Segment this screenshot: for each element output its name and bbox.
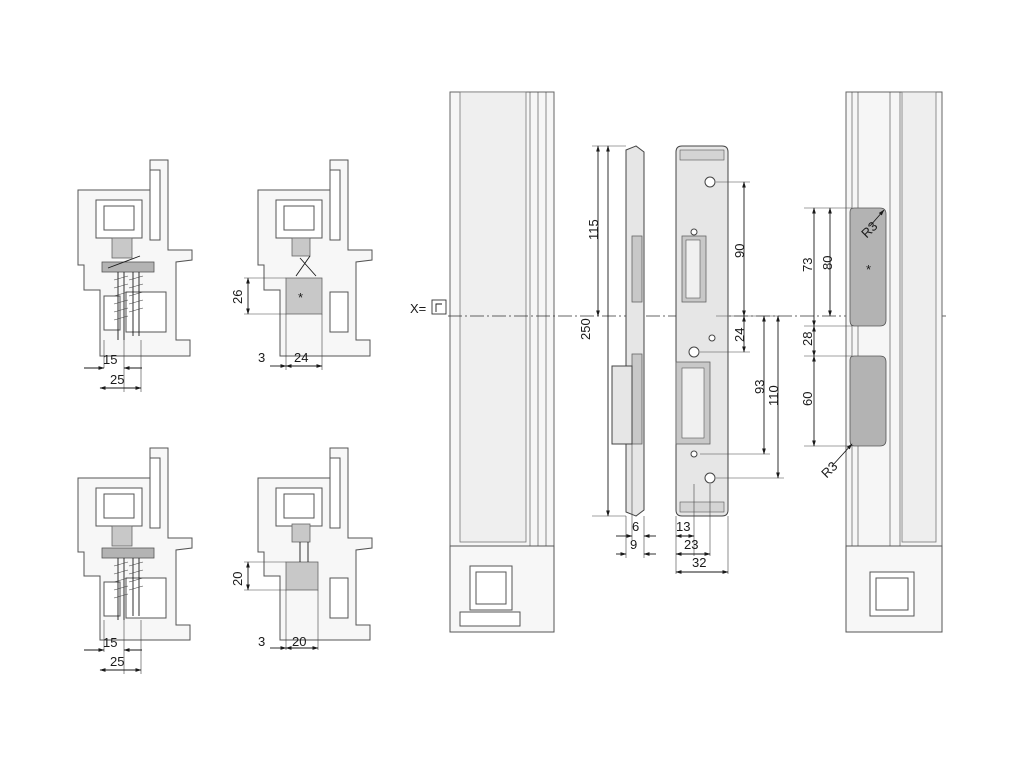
x-label: X= [410,301,426,316]
dim-group-section-3: 15 25 [84,635,142,672]
dim-label: 15 [103,352,117,367]
dim-label: 32 [692,555,706,570]
dim-group-section-1: 15 25 [84,352,142,390]
strike-plate-front [675,145,729,517]
dim-group-plate-side: 115 250 6 9 [578,145,656,558]
sash-elevation [449,91,555,633]
dim-label: 6 [632,519,639,534]
dim-group-section-2: 26 3 24 [230,277,323,368]
dim-label: 24 [294,350,308,365]
dim-label: 250 [578,318,593,340]
insert-star: * [866,262,871,277]
dim-group-plate-front: 90 24 93 110 13 23 32 [675,181,784,574]
radius-label: R3 [818,458,840,480]
dim-label: 115 [586,219,601,240]
window-profile-section-1 [77,159,193,392]
dim-label: 28 [800,332,815,346]
dim-label: 80 [820,256,835,270]
dim-label: 3 [258,634,265,649]
window-profile-section-4 [257,447,373,650]
dim-label: 60 [800,392,815,406]
dim-label: 25 [110,372,124,387]
dim-label: 110 [766,385,781,406]
dim-label: 93 [752,380,767,394]
dim-label: 15 [103,635,117,650]
insert-star: * [298,290,303,305]
dim-label: 73 [800,258,815,272]
dim-label: 20 [292,634,306,649]
dim-label: 26 [230,290,245,304]
dim-label: 3 [258,350,265,365]
window-profile-section-2: * [257,159,373,370]
dim-label: 13 [676,519,690,534]
frame-elevation: * [845,91,943,633]
dim-label: 90 [732,244,747,258]
dim-label: 23 [684,537,698,552]
dim-group-frame: 73 80 28 60 R3 R3 [800,207,885,481]
window-profile-section-3 [77,447,193,674]
dim-group-section-4: 20 3 20 [230,561,319,650]
dim-label: 20 [230,572,245,586]
dim-label: 25 [110,654,124,669]
strike-plate-side [611,145,645,517]
dim-label: 24 [732,328,747,342]
dim-label: 9 [630,537,637,552]
